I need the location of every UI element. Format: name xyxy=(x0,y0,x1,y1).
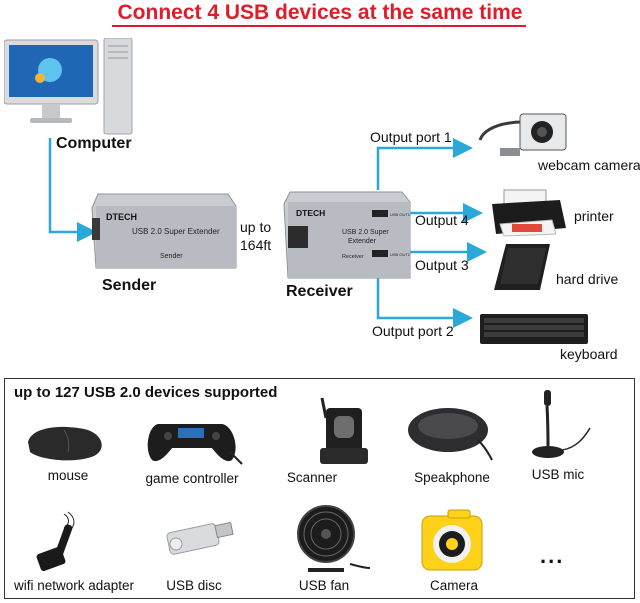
output-label-3: Output 3 xyxy=(415,257,469,273)
title-underline xyxy=(112,25,526,27)
receiver-brand: DTECH xyxy=(296,208,325,218)
output-port-1-line xyxy=(376,138,473,190)
device-label-scanner: Scanner xyxy=(286,470,338,485)
sender-model: USB 2.0 Super Extender xyxy=(132,227,220,236)
receiver-model-2: Extender xyxy=(348,238,377,245)
page-title: Connect 4 USB devices at the same time xyxy=(117,1,523,24)
output-device-3: hard drive xyxy=(556,271,619,287)
receiver-model-1: USB 2.0 Super xyxy=(342,229,389,236)
camera-icon xyxy=(421,509,483,571)
device-label-mouse: mouse xyxy=(47,468,89,483)
computer-to-sender-line xyxy=(48,138,97,242)
receiver-role-print: Receiver xyxy=(342,254,364,260)
device-label-usb-disc: USB disc xyxy=(166,578,222,593)
mouse-icon xyxy=(28,426,102,461)
usb-drive-icon xyxy=(166,521,234,555)
output-label-4: Output 4 xyxy=(415,212,469,228)
fan-icon xyxy=(297,505,371,572)
output-label-2: Output port 2 xyxy=(372,323,454,339)
more-devices-ellipsis: ... xyxy=(540,543,565,568)
receiver-label: Receiver xyxy=(286,283,353,300)
output-device-4: printer xyxy=(574,208,614,224)
device-label-wifi-network-adapter: wifi network adapter xyxy=(13,578,135,593)
keyboard-icon xyxy=(480,314,588,344)
device-label-game-controller: game controller xyxy=(145,471,239,486)
fingerprint-scanner-icon xyxy=(320,397,368,464)
gamepad-icon xyxy=(147,424,243,465)
sender-brand: DTECH xyxy=(106,212,137,222)
connection-diagram xyxy=(48,138,487,328)
sender-role-print: Sender xyxy=(160,253,183,260)
sender-device: DTECH USB 2.0 Super Extender Sender xyxy=(91,193,237,269)
supported-devices-box xyxy=(4,378,635,599)
computer-label: Computer xyxy=(56,135,132,152)
device-label-usb-fan: USB fan xyxy=(298,578,350,593)
device-label-camera: Camera xyxy=(429,578,478,593)
distance-line2: 164ft xyxy=(240,237,272,253)
hard-drive-icon xyxy=(494,244,550,290)
receiver-device: DTECH USB 2.0 Super Extender Receiver US… xyxy=(283,191,411,279)
device-label-speakphone: Speakphone xyxy=(414,470,490,485)
receiver-port-top: USB OUT1 xyxy=(390,212,411,217)
distance-line1: up to xyxy=(240,219,272,235)
printer-icon xyxy=(492,189,566,237)
wifi-adapter-icon xyxy=(36,511,75,572)
output-port-2-line xyxy=(376,275,473,328)
sender-label: Sender xyxy=(102,277,157,294)
output-device-2: keyboard xyxy=(560,346,618,362)
output-label-1: Output port 1 xyxy=(370,129,452,145)
computer-icon xyxy=(4,38,133,135)
receiver-port-bottom: USB OUT2 xyxy=(390,252,411,257)
device-label-usb-mic: USB mic xyxy=(531,467,585,482)
webcam-camera-icon xyxy=(478,113,567,156)
output-device-1: webcam camera xyxy=(538,157,640,173)
supported-heading: up to 127 USB 2.0 devices supported xyxy=(14,384,278,401)
microphone-icon xyxy=(532,390,591,458)
speakerphone-icon xyxy=(408,408,493,461)
